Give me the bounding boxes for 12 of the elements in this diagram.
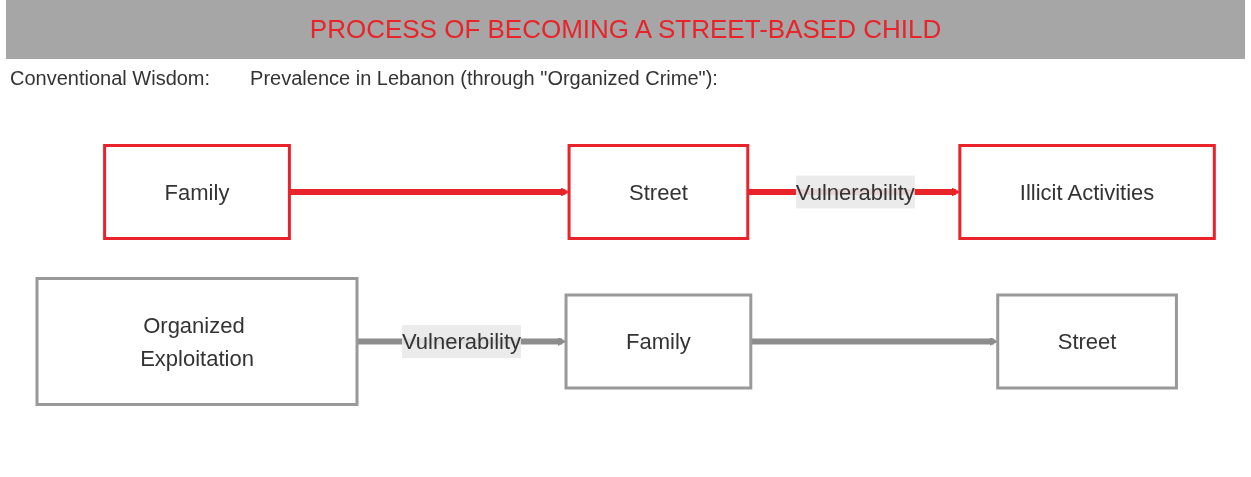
arrow bbox=[750, 337, 998, 346]
node-box: Organized Exploitation bbox=[35, 277, 359, 406]
node-box: Street bbox=[996, 293, 1178, 390]
edge-label: Vulnerability bbox=[795, 179, 915, 205]
node-box: Street bbox=[567, 144, 750, 240]
edge-label: Vulnerability bbox=[401, 329, 521, 354]
node-box: Family bbox=[564, 293, 753, 390]
node-box: Family bbox=[102, 144, 291, 240]
node-box: Illicit Activities bbox=[958, 144, 1216, 240]
row-heading: Conventional Wisdom: bbox=[10, 67, 211, 90]
title-banner: PROCESS OF BECOMING A STREET-BASED CHILD bbox=[6, 0, 1245, 59]
row-heading: Prevalence in Lebanon (through "Organized Crime"): bbox=[250, 67, 718, 90]
